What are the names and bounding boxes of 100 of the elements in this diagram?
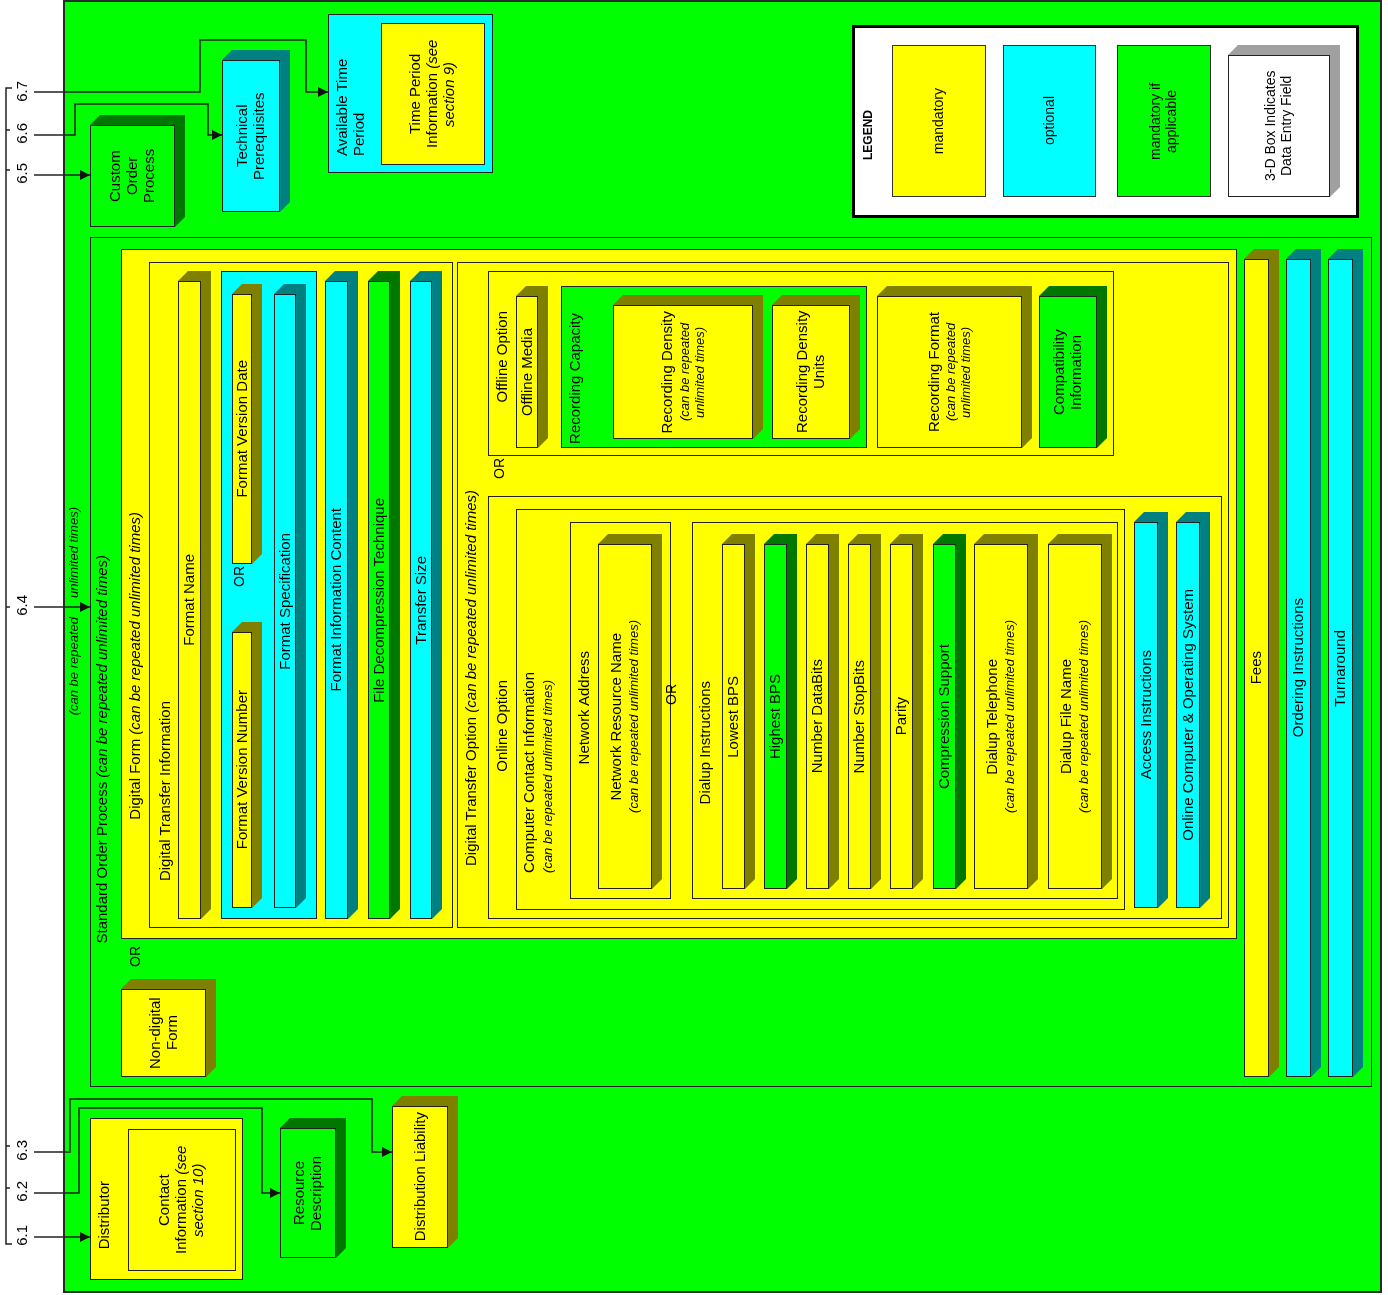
group-box <box>488 496 1222 919</box>
data-entry-box <box>90 115 185 227</box>
data-entry-box <box>1244 249 1279 1077</box>
arrow <box>33 39 329 98</box>
group-heading: Online Option <box>494 680 511 772</box>
group-heading: Available Time Period <box>334 57 368 156</box>
data-entry-box <box>1134 512 1168 908</box>
or-label: OR <box>232 566 248 587</box>
data-entry-box <box>222 50 290 212</box>
field-label: Recording Format <box>925 311 943 432</box>
legend-text: optional <box>1041 96 1058 146</box>
group-heading: (can be repeated unlimited times) <box>540 680 556 873</box>
field-label: Highest BPS <box>767 673 784 759</box>
data-entry-box <box>392 1096 458 1248</box>
field-label: Resource Description <box>291 1154 325 1233</box>
or-label: OR <box>664 684 680 705</box>
field-label: Format Specification <box>276 532 294 670</box>
data-entry-box <box>1039 286 1107 448</box>
field-label: Number DataBits <box>809 659 826 774</box>
field-label: Turnaround <box>1332 629 1349 707</box>
field-label: Fees <box>1248 651 1265 685</box>
field-label: (can be repeated unlimited times) <box>1003 620 1018 813</box>
group-box <box>516 509 1125 910</box>
data-entry-box <box>1176 512 1210 908</box>
data-entry-box <box>1328 249 1363 1077</box>
field-label: Format Version Number <box>233 690 251 850</box>
group-heading: Digital Form (can be repeated unlimited times) <box>127 512 144 820</box>
field-label: Compatibility Information <box>1051 328 1085 417</box>
group-heading: Recording Capacity <box>567 313 584 444</box>
field-label: Format Version Date <box>233 360 251 498</box>
legend-heading: LEGEND <box>862 110 876 160</box>
data-entry-box <box>1286 249 1321 1077</box>
field-label: (can be repeated unlimited times) <box>627 620 642 813</box>
legend-text: 3-D Box Indicates Data Entry Field <box>1263 69 1295 184</box>
data-entry-box <box>1048 534 1112 889</box>
data-entry-box <box>764 534 797 889</box>
group-heading: Distributor <box>96 1180 113 1249</box>
data-entry-box <box>410 271 442 919</box>
data-entry-box <box>772 295 860 439</box>
info-box <box>128 1129 236 1271</box>
field-label: Dialup Telephone <box>984 658 1002 775</box>
data-entry-box <box>722 534 755 889</box>
field-label: File Decompression Technique <box>370 497 388 703</box>
info-box <box>381 23 485 165</box>
group-box <box>692 522 1118 899</box>
field-label: Online Computer & Operating System <box>1179 589 1197 841</box>
group-heading: Network Address <box>576 650 593 764</box>
field-label: (can be repeated unlimited times) <box>1077 620 1092 813</box>
arrow <box>33 169 91 181</box>
field-label: Recording Density <box>659 310 676 434</box>
group-box <box>488 271 1114 456</box>
repeat-note: unlimited times) <box>67 506 82 598</box>
option-group-box <box>221 271 317 919</box>
field-label: Custom Order Process <box>107 147 158 206</box>
group-box <box>328 14 493 173</box>
section-number: 6.1 <box>14 1225 31 1246</box>
section-number: 6.6 <box>14 123 31 144</box>
group-heading: Digital Transfer Option (can be repeated unlimited times) <box>463 489 480 866</box>
group-heading: Offline Option <box>494 310 511 402</box>
field-label: Network Resource Name <box>608 632 626 801</box>
group-heading: Computer Contact Information <box>521 672 538 873</box>
data-entry-box <box>232 622 262 908</box>
data-entry-box <box>274 284 306 908</box>
field-label: Access Instructions <box>1137 650 1155 780</box>
section-number: 6.7 <box>14 81 31 102</box>
section-number: 6.2 <box>14 1181 31 1202</box>
field-label: Dialup File Name <box>1058 658 1076 774</box>
group-box <box>90 237 1372 1087</box>
data-entry-box <box>325 271 358 919</box>
data-entry-box <box>280 1118 346 1258</box>
arrow <box>33 1107 281 1199</box>
or-label: OR <box>128 946 144 967</box>
group-heading: Standard Order Process (can be repeated unlimited times) <box>94 555 111 944</box>
data-entry-box <box>368 271 400 919</box>
data-entry-box <box>613 295 763 439</box>
data-entry-box <box>848 534 881 889</box>
legend-text: mandatory if applicable <box>1148 81 1180 162</box>
field-label: (can be repeated unlimited times) <box>944 321 974 424</box>
field-label: Distribution Liability <box>411 1112 429 1242</box>
field-label: Parity <box>893 697 910 736</box>
data-entry-box <box>178 271 211 919</box>
field-label: (can be repeated unlimited times) <box>677 321 707 424</box>
group-box <box>149 262 453 928</box>
section-number: 6.5 <box>14 163 31 184</box>
data-entry-box <box>933 534 966 889</box>
data-entry-box <box>121 979 216 1077</box>
arrow <box>33 1231 91 1243</box>
group-box <box>561 286 867 448</box>
data-entry-box <box>516 286 548 448</box>
data-entry-box <box>598 534 662 889</box>
legend-text: mandatory <box>931 87 947 155</box>
field-label: Lowest BPS <box>725 675 742 758</box>
field-label: Recording Density Units <box>794 310 828 434</box>
field-label: Technical Prerequisites <box>234 91 268 182</box>
group-heading: Dialup Instructions <box>697 680 714 804</box>
arrow <box>33 601 91 613</box>
field-label: Format Name <box>181 554 198 646</box>
repeat-note: (can be repeated <box>67 617 82 716</box>
or-label: OR <box>492 458 508 479</box>
field-label: Format Information Content <box>328 508 345 692</box>
